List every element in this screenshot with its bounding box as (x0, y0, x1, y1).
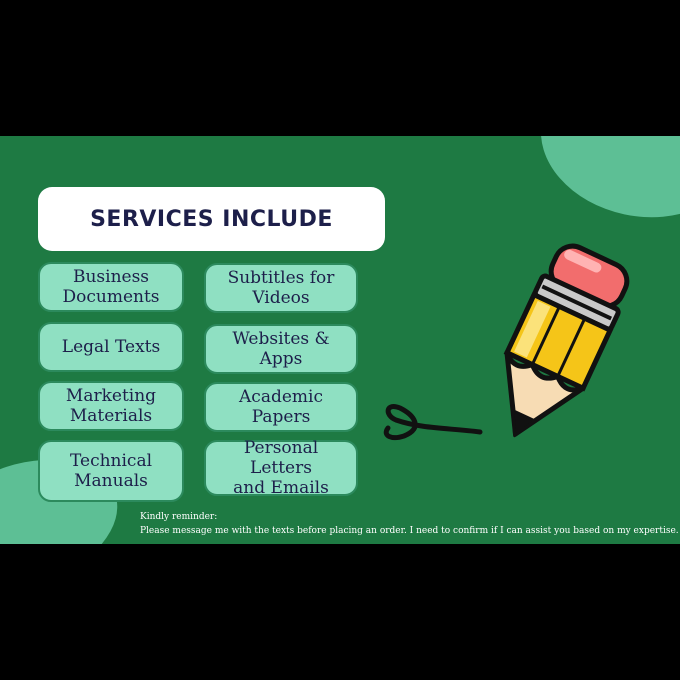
service-business-documents: Business Documents (38, 262, 184, 312)
reminder-note: Kindly reminder: Please message me with … (140, 510, 679, 538)
title-card: SERVICES INCLUDE (38, 187, 385, 251)
services-banner: SERVICES INCLUDE Business Documents Lega… (0, 136, 680, 544)
service-label: Technical Manuals (69, 451, 153, 491)
service-subtitles-for-videos: Subtitles for Videos (204, 263, 358, 313)
decorative-blob-top-right (526, 136, 680, 236)
service-label: Marketing Materials (65, 386, 157, 426)
service-label: Academic Papers (239, 387, 323, 427)
service-personal-letters-and-emails: Personal Letters and Emails (204, 438, 358, 498)
service-label: Legal Texts (61, 337, 161, 357)
page-title: SERVICES INCLUDE (90, 206, 333, 232)
service-label: Websites & Apps (232, 329, 330, 369)
reminder-body: Please message me with the texts before … (140, 526, 679, 536)
service-label: Business Documents (62, 267, 160, 307)
reminder-heading: Kindly reminder: (140, 512, 218, 522)
service-technical-manuals: Technical Manuals (38, 440, 184, 502)
service-websites-and-apps: Websites & Apps (204, 324, 358, 374)
service-academic-papers: Academic Papers (204, 382, 358, 432)
service-label: Subtitles for Videos (227, 268, 335, 308)
service-marketing-materials: Marketing Materials (38, 381, 184, 431)
pencil-icon (383, 243, 630, 441)
service-legal-texts: Legal Texts (38, 322, 184, 372)
service-label: Personal Letters and Emails (233, 438, 329, 498)
